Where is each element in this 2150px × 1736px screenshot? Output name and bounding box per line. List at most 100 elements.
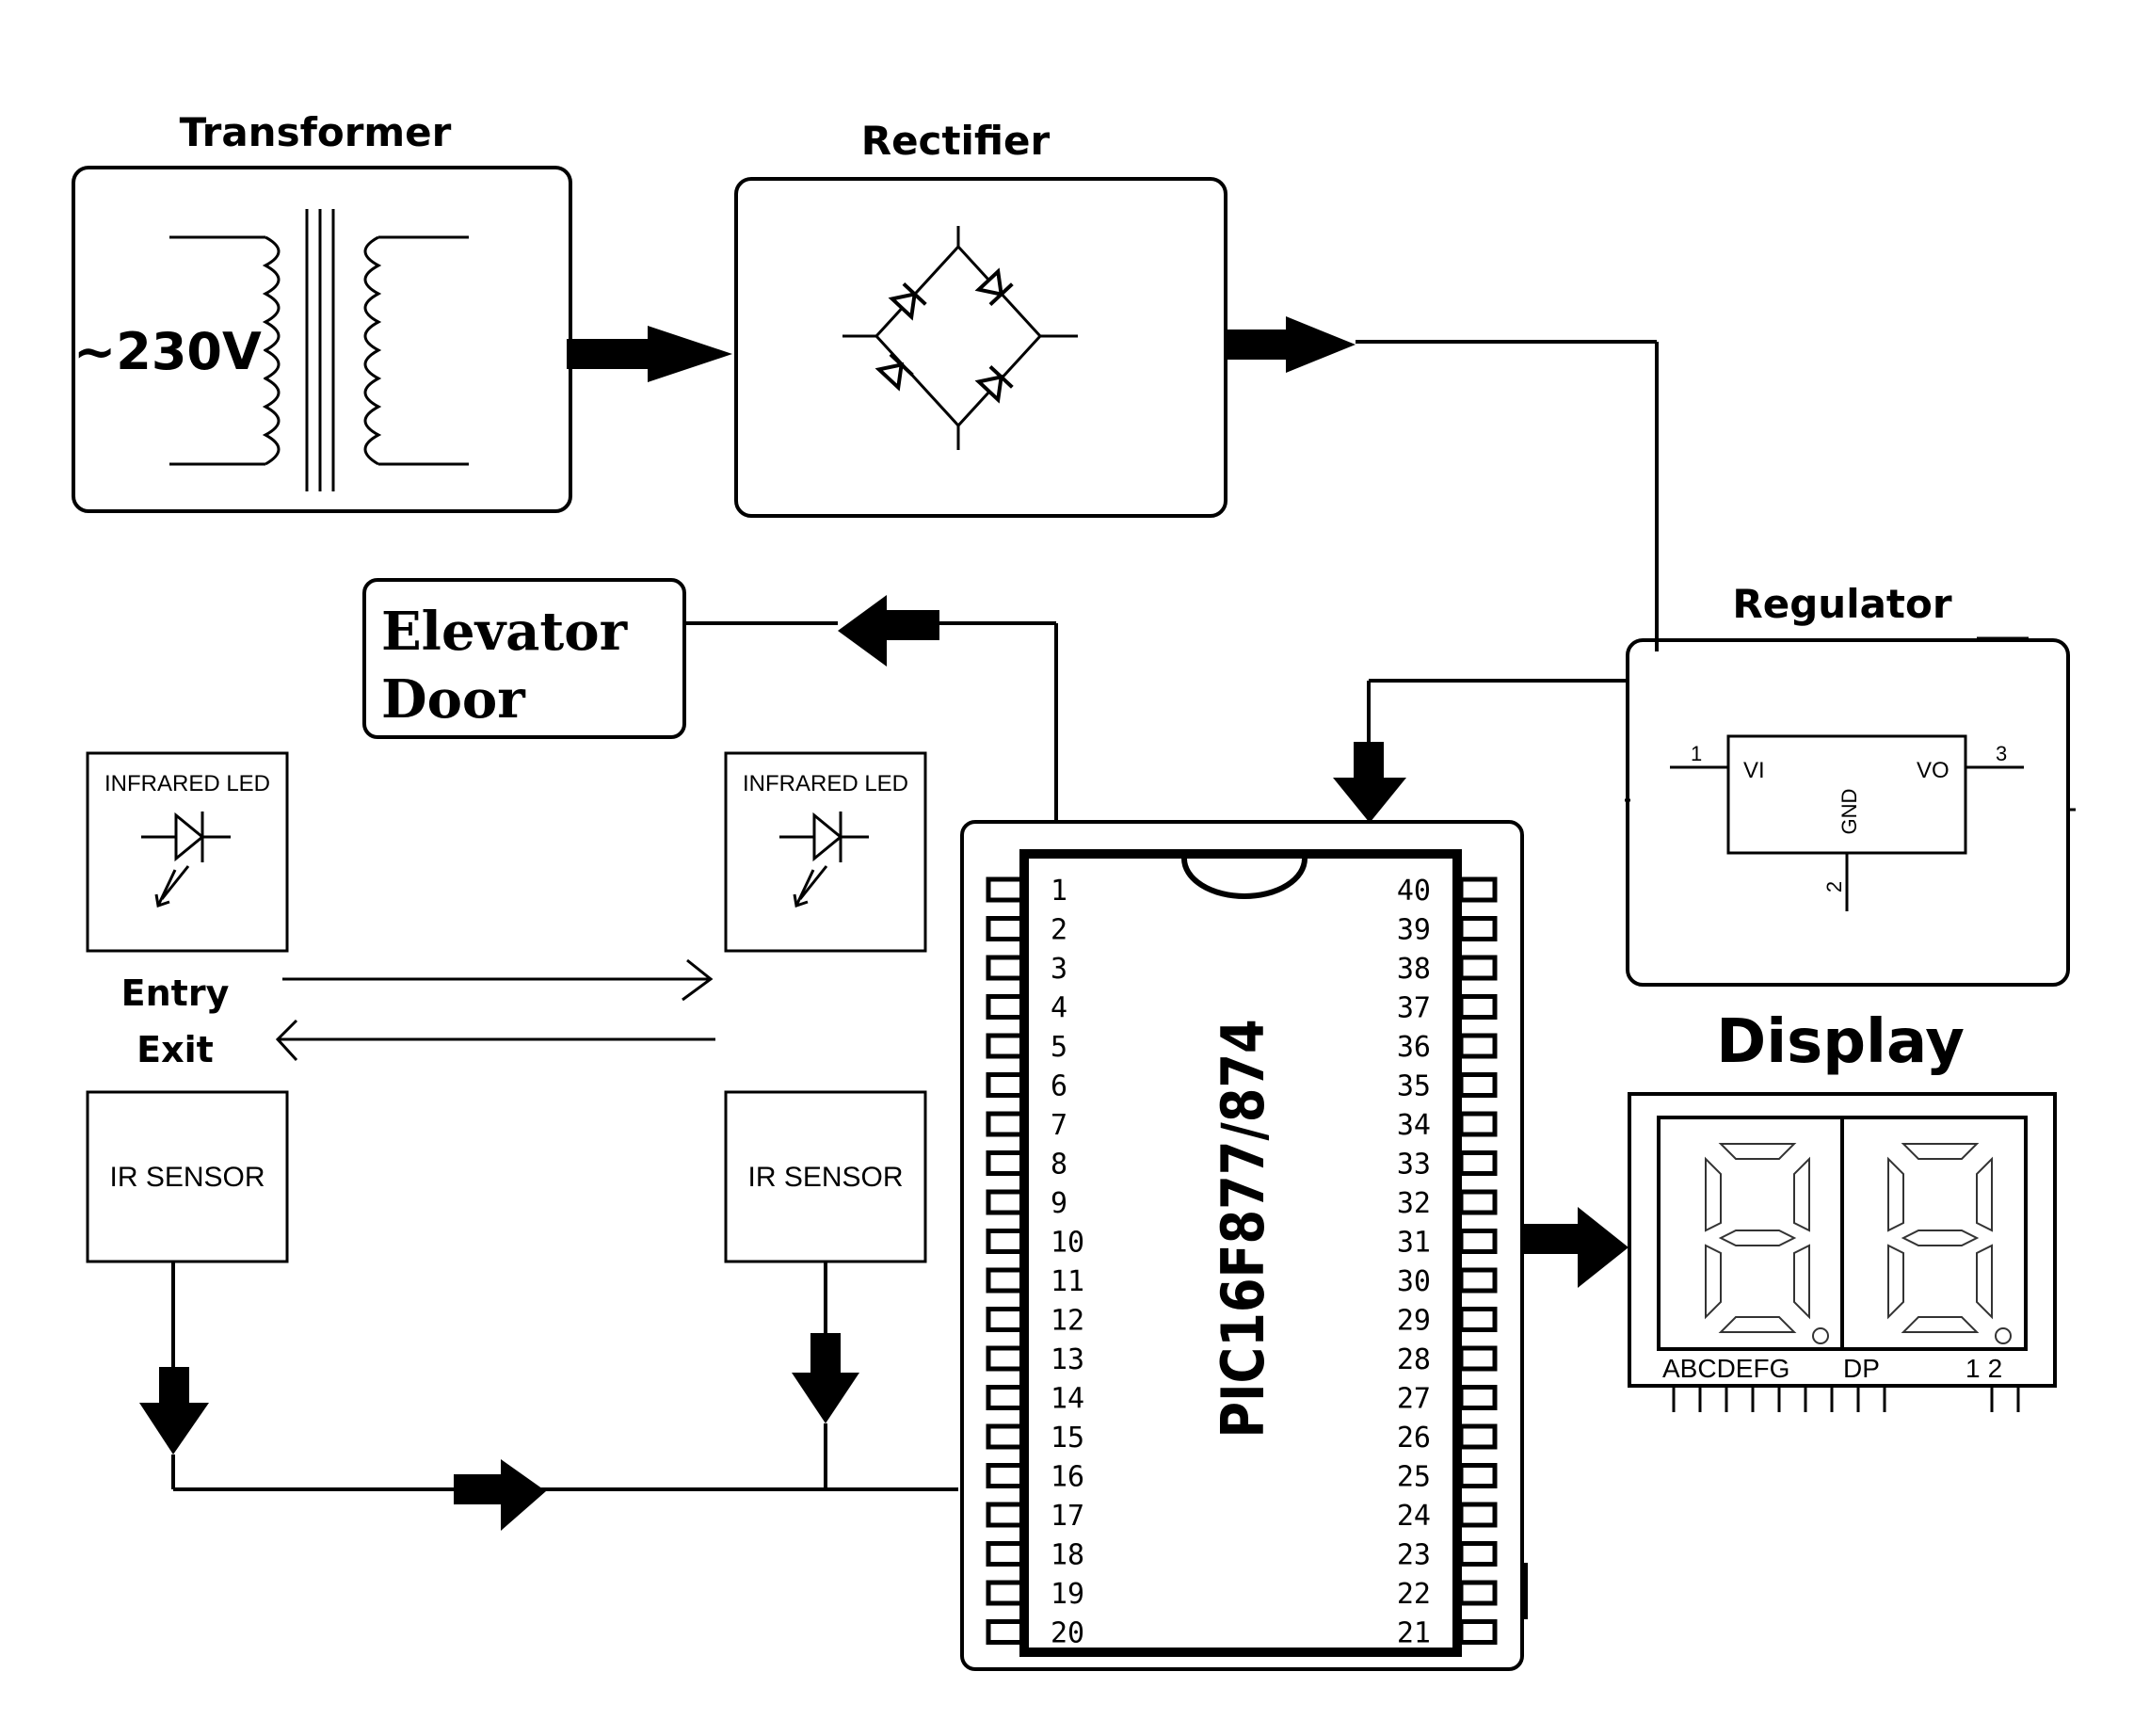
display-digit-pins: 12	[1965, 1354, 2010, 1383]
chip-pin-label: 8	[1051, 1149, 1067, 1181]
regulator-vo: VO	[1917, 758, 1949, 783]
display-title: Display	[1716, 1007, 1965, 1077]
chip-pin-label: 34	[1397, 1109, 1431, 1142]
chip-pin-label: 5	[1051, 1031, 1067, 1064]
chip-pin-label: 30	[1397, 1265, 1431, 1298]
chip-pin-box	[1458, 1189, 1498, 1215]
chip-pin-label: 16	[1051, 1461, 1084, 1494]
chip-pin-box	[986, 1345, 1025, 1372]
segment-d	[1718, 1316, 1797, 1333]
bridge-rectifier-symbol	[842, 226, 1078, 450]
chip-pin-label: 9	[1051, 1187, 1067, 1220]
chip-pin-label: 18	[1051, 1539, 1084, 1572]
rectifier-block: Rectifier	[734, 118, 1227, 518]
chip-pin-box	[1458, 1307, 1498, 1332]
chip-pin-label: 25	[1397, 1461, 1431, 1494]
sensor-to-chip-connections	[139, 1262, 958, 1531]
chip-pin-box	[986, 1502, 1025, 1528]
regulator-pin2: 2	[1822, 881, 1846, 892]
chip-pin-label: 23	[1397, 1539, 1431, 1572]
chip-pin-box	[1458, 876, 1498, 903]
chip-pin-box	[1458, 1619, 1498, 1645]
chip-pin-label: 2	[1051, 914, 1067, 947]
chip-pin-box	[986, 1150, 1025, 1176]
chip-pin-box	[986, 1111, 1025, 1137]
regulator-vi: VI	[1743, 758, 1765, 783]
chip-pin-label: 33	[1397, 1149, 1431, 1181]
segment-f	[1705, 1156, 1722, 1232]
chip-pin-box	[1458, 1150, 1498, 1176]
chip-notch	[1181, 858, 1308, 899]
chip-pin-box	[1458, 955, 1498, 981]
diode-bottom-left	[875, 352, 915, 391]
decimal-point	[1812, 1327, 1829, 1344]
entry-exit-paths: Entry Exit	[121, 958, 715, 1070]
transformer-block: Transformer ~230V	[72, 109, 572, 513]
entry-label: Entry	[121, 972, 230, 1014]
regulator-pin1: 1	[1691, 742, 1702, 765]
infrared-led-right-label: INFRARED LED	[743, 771, 908, 796]
chip-pin-box	[986, 1033, 1025, 1059]
secondary-coil	[363, 235, 382, 466]
segment-e	[1887, 1244, 1904, 1320]
segment-f	[1887, 1156, 1904, 1232]
chip-label: PIC16F877/874	[1210, 1019, 1277, 1438]
segment-g	[1718, 1230, 1797, 1246]
infrared-led-left-label: INFRARED LED	[104, 771, 270, 796]
chip-pin-label: 37	[1397, 992, 1431, 1025]
chip-pin-box	[1458, 1345, 1498, 1372]
chip-pin-label: 20	[1051, 1617, 1084, 1650]
chip-pin-label: 15	[1051, 1422, 1084, 1455]
chip-pin-label: 31	[1397, 1227, 1431, 1260]
ir-sensor-right-label: IR SENSOR	[747, 1162, 903, 1193]
chip-pin-box	[986, 1189, 1025, 1215]
chip-pin-box	[1458, 1580, 1498, 1606]
arrow-chip-to-elevator-door	[684, 595, 1058, 821]
chip-pin-box	[986, 1267, 1025, 1294]
chip-pin-label: 27	[1397, 1383, 1431, 1416]
chip-pin-label: 35	[1397, 1070, 1431, 1103]
chip-pin-box	[1458, 1463, 1498, 1488]
display-block: Display ABCDEFG DP 12	[1628, 1007, 2057, 1412]
display-pins	[1672, 1386, 2020, 1412]
chip-pin-box	[986, 1423, 1025, 1450]
segment-d	[1901, 1316, 1980, 1333]
segment-c	[1976, 1244, 1993, 1320]
chip-pin-box	[1458, 994, 1498, 1020]
chip-pin-label: 11	[1051, 1265, 1084, 1298]
chip-pin-box	[986, 1463, 1025, 1488]
chip-pin-box	[1458, 1502, 1498, 1528]
chip-pin-label: 21	[1397, 1617, 1431, 1650]
transformer-title: Transformer	[180, 109, 452, 155]
regulator-box	[1626, 638, 2070, 987]
display-dp: DP	[1843, 1354, 1880, 1383]
elevator-door-line1: Elevator	[381, 601, 629, 663]
chip-pin-box	[986, 1072, 1025, 1098]
chip-pin-box	[1458, 1541, 1498, 1567]
display-segment-pins: ABCDEFG	[1662, 1354, 1789, 1383]
chip-pin-box	[986, 1307, 1025, 1332]
chip-pin-box	[1458, 1229, 1498, 1254]
chip-pin-label: 24	[1397, 1500, 1431, 1533]
chip-pin-label: 22	[1397, 1578, 1431, 1611]
chip-pin-box	[986, 1229, 1025, 1254]
rectifier-title: Rectifier	[861, 118, 1051, 164]
chip-pin-box	[1458, 1111, 1498, 1137]
chip-pin-label: 10	[1051, 1227, 1084, 1260]
seven-segment-digit-2	[1887, 1143, 2012, 1344]
segment-g	[1901, 1230, 1980, 1246]
display-module	[1628, 1092, 2057, 1388]
ir-sensor-right: IR SENSOR	[724, 1090, 927, 1263]
chip-pin-label: 29	[1397, 1305, 1431, 1338]
chip-pin-box	[1458, 1423, 1498, 1450]
primary-coil	[262, 235, 281, 466]
regulator-title: Regulator	[1732, 581, 1951, 627]
segment-e	[1705, 1244, 1722, 1320]
chip-pin-box	[1458, 1033, 1498, 1059]
chip-pin-label: 28	[1397, 1343, 1431, 1376]
chip-pin-box	[986, 1580, 1025, 1606]
ir-sensor-left: IR SENSOR	[86, 1090, 289, 1263]
chip-pin-box	[1458, 1072, 1498, 1098]
arrow-regulator-to-chip	[1333, 679, 1628, 823]
